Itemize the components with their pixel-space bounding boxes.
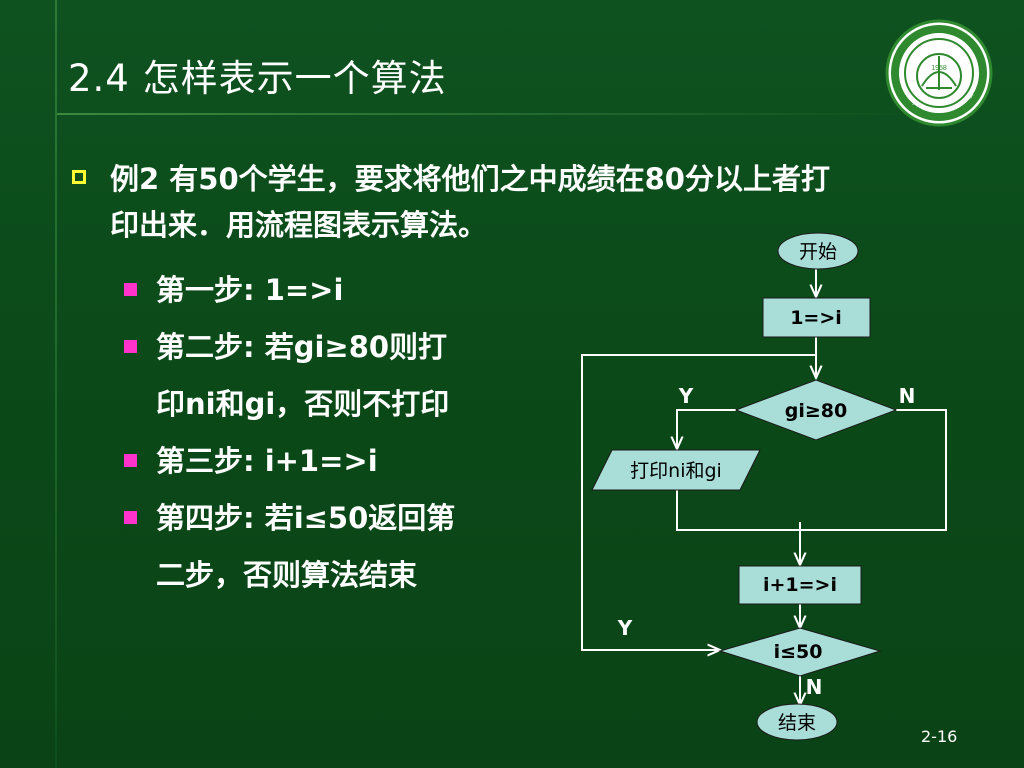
flow-end-node: 结束 [756,703,838,741]
flow-decision-2: i≤50 Y N [617,616,882,699]
flow-decision-2-no: N [806,675,823,699]
step-3: 第三步: i+1=>i [122,433,455,490]
flow-decision-2-yes: Y [617,616,633,640]
flow-decision-2-label: i≤50 [774,641,823,663]
step-4-continuation: 二步，否则算法结束 [156,558,418,592]
step-bullet-icon [124,511,137,524]
step-2: 第二步: 若gi≥80则打 印ni和gi，否则不打印 [122,319,455,433]
flow-decision-1-yes: Y [678,384,694,408]
step-1-text: 第一步: 1=>i [156,273,344,307]
step-2-continuation: 印ni和gi，否则不打印 [156,387,450,421]
flow-print-label: 打印ni和gi [630,460,722,482]
step-2-text: 第二步: 若gi≥80则打 [156,330,448,364]
step-3-text: 第三步: i+1=>i [156,444,378,478]
title-divider [57,113,937,115]
left-accent-line [55,0,57,768]
step-list: 第一步: 1=>i 第二步: 若gi≥80则打 印ni和gi，否则不打印 第三步… [122,262,455,604]
flow-init-label: 1=>i [790,307,842,329]
example-text: 例2 有50个学生，要求将他们之中成绩在80分以上者打 印出来．用流程图表示算法… [110,156,970,248]
example-line-1: 例2 有50个学生，要求将他们之中成绩在80分以上者打 [110,162,830,196]
logo-year: 1958 [931,65,947,72]
flow-print-node: 打印ni和gi [591,449,761,491]
example-line-2: 印出来．用流程图表示算法。 [110,208,488,242]
step-bullet-icon [124,454,137,467]
slide-title: 2.4 怎样表示一个算法 [68,57,447,100]
flow-increment-label: i+1=>i [763,574,837,596]
flow-init-node: 1=>i [762,297,871,338]
flow-decision-1: gi≥80 Y N [678,379,916,441]
step-bullet-icon [124,340,137,353]
step-4: 第四步: 若i≤50返回第 二步，否则算法结束 [122,490,455,604]
step-1: 第一步: 1=>i [122,262,455,319]
flow-decision-1-label: gi≥80 [785,400,847,422]
main-bullet-icon [72,170,86,184]
step-4-text: 第四步: 若i≤50返回第 [156,501,456,535]
university-logo-icon: 1958 University of Science and Technolog… [885,19,993,127]
flow-increment-node: i+1=>i [738,565,862,605]
flow-decision-1-no: N [899,384,916,408]
page-number: 2-16 [921,727,958,746]
step-bullet-icon [124,283,137,296]
flow-end-label: 结束 [778,712,816,734]
flow-connectors [581,269,947,705]
